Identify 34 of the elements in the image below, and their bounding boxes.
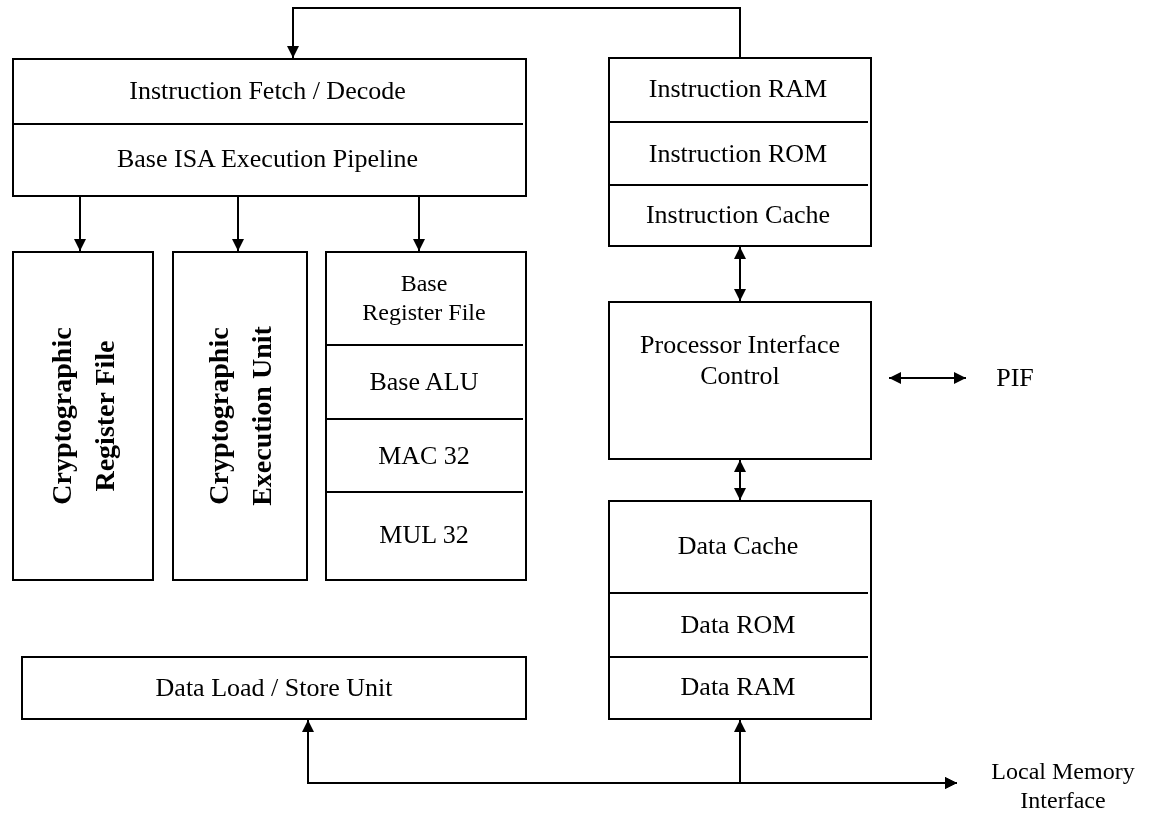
block-group bbox=[608, 500, 872, 720]
block-label: Cryptographic Register File bbox=[44, 326, 121, 507]
interface-control-block bbox=[608, 301, 872, 460]
register-file-block bbox=[12, 251, 154, 581]
arrow bbox=[888, 372, 967, 384]
arrow bbox=[287, 7, 741, 59]
arrow bbox=[734, 459, 746, 501]
block-label: Local Memory Interface bbox=[990, 757, 1136, 815]
block-label: Cryptographic Execution Unit bbox=[201, 325, 278, 508]
block-label: Instruction Cache bbox=[645, 198, 831, 231]
block-label: Data ROM bbox=[680, 609, 796, 641]
block-label: Base ALU bbox=[369, 366, 479, 398]
block-label: Base Register File bbox=[361, 268, 487, 327]
block-label: MAC 32 bbox=[378, 439, 470, 472]
execution-unit-block bbox=[172, 251, 308, 581]
arrow bbox=[734, 719, 958, 789]
arrow bbox=[74, 196, 86, 252]
block-label: Data Load / Store Unit bbox=[155, 672, 393, 704]
block-label: Data Cache bbox=[677, 530, 799, 562]
arrow bbox=[734, 246, 746, 302]
load-store-block bbox=[21, 656, 527, 720]
arrow bbox=[413, 196, 425, 252]
block-label: Processor Interface Control bbox=[639, 329, 841, 392]
block-label: Instruction RAM bbox=[648, 73, 828, 105]
block-label: PIF bbox=[996, 362, 1034, 394]
block-group bbox=[12, 58, 527, 197]
block-group bbox=[608, 57, 872, 247]
block-label: Instruction Fetch / Decode bbox=[129, 74, 406, 107]
block-label: Instruction ROM bbox=[648, 137, 828, 170]
block-label: MUL 32 bbox=[379, 519, 469, 551]
block-label: Data RAM bbox=[680, 671, 796, 703]
block-group bbox=[325, 251, 527, 581]
arrow bbox=[232, 196, 244, 252]
block-label: Base ISA Execution Pipeline bbox=[116, 143, 419, 175]
